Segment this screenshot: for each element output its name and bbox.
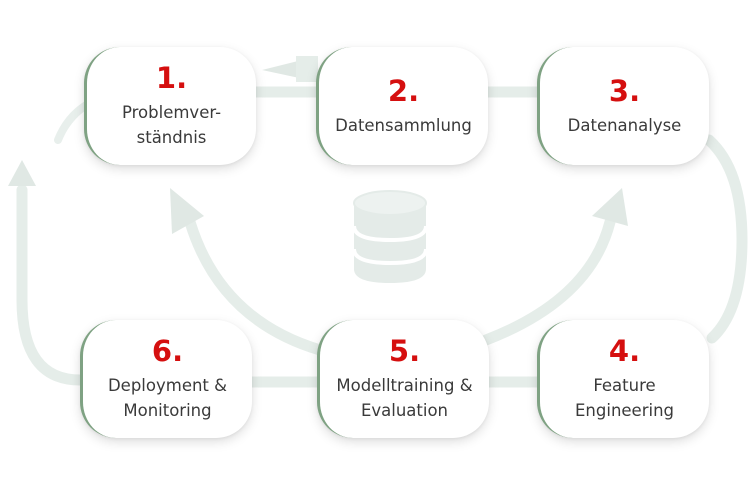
step-3-label: Datenanalyse (567, 115, 682, 135)
step-6-number: 6. (151, 334, 184, 368)
step-2-node: 2. Datensammlung (316, 47, 488, 165)
step-6-label: Deployment & Monitoring (107, 376, 228, 420)
connector-6-to-1 (16, 184, 86, 386)
step-5-node: 5. Modelltraining & Evaluation (317, 320, 489, 438)
step-4-node: 4. Feature Engineering (537, 320, 709, 438)
step-5-number: 5. (388, 334, 421, 368)
step-1-number: 1. (155, 61, 188, 95)
connector-5-to-1 (184, 216, 326, 356)
step-5-label: Modelltraining & Evaluation (336, 376, 473, 420)
step-2-number: 2. (387, 73, 420, 108)
step-4-label: Feature Engineering (575, 376, 674, 420)
step-4-number: 4. (608, 334, 641, 368)
step-1-node: 1. Problemver- ständnis (84, 47, 256, 165)
arrowhead-6-to-1 (8, 160, 36, 186)
step-3-node: 3. Datenanalyse (537, 47, 709, 165)
arrowhead-5-to-1 (170, 188, 204, 234)
database-icon (352, 190, 428, 283)
connector-4-to-3 (703, 134, 748, 344)
arrowhead-5-to-3 (592, 188, 628, 226)
connector-5-to-3 (480, 216, 616, 346)
step-3-number: 3. (608, 73, 641, 108)
step-2-label: Datensammlung (335, 115, 472, 135)
arrowhead-2-to-1-tail (296, 56, 318, 82)
step-1-label: Problemver- ständnis (121, 103, 222, 147)
step-6-node: 6. Deployment & Monitoring (80, 320, 252, 438)
